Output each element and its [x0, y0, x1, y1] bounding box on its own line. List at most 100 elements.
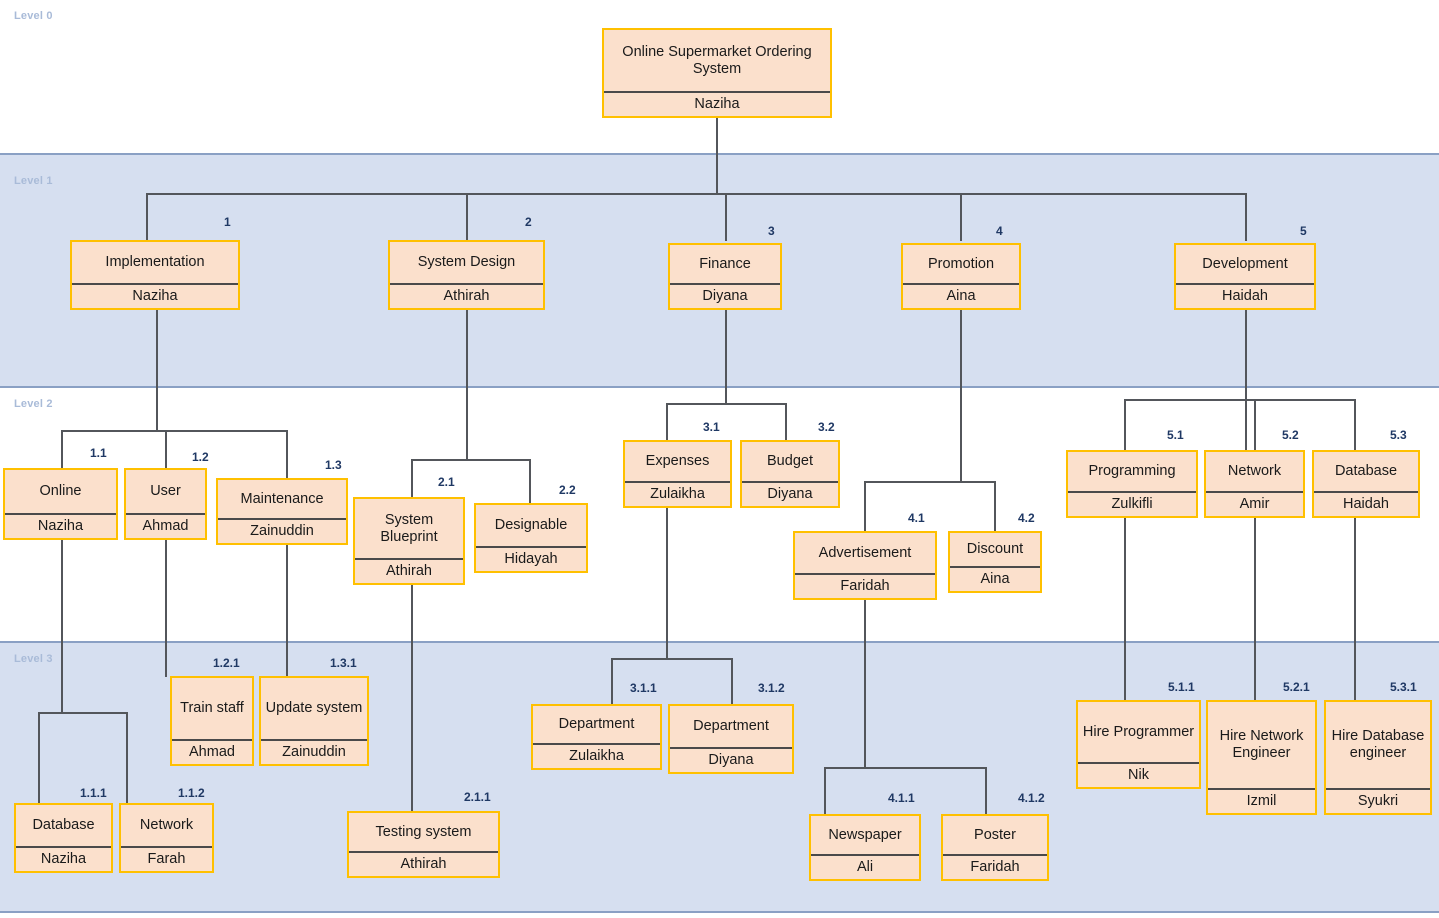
wbs-code-4-1-1: 4.1.1	[888, 791, 915, 805]
wbs-code-1-2-1: 1.2.1	[213, 656, 240, 670]
connector-to-node-1-3	[286, 430, 288, 479]
wbs-node-finance[interactable]: Finance Diyana	[668, 243, 782, 310]
connector-to-node-1-3-1	[286, 545, 288, 677]
connector-to-node-5	[1245, 193, 1247, 241]
connector-to-node-5-3-1	[1354, 518, 1356, 700]
connector-to-node-5-2	[1254, 399, 1256, 451]
wbs-node-title: Development	[1202, 255, 1288, 272]
connector-to-node-4-1-2	[985, 767, 987, 815]
wbs-node-user[interactable]: User Ahmad	[124, 468, 207, 540]
wbs-node-train-staff[interactable]: Train staff Ahmad	[170, 676, 254, 766]
connector-n3-down	[725, 310, 727, 404]
wbs-node-expenses[interactable]: Expenses Zulaikha	[623, 440, 732, 508]
wbs-node-database-l2[interactable]: Database Haidah	[1312, 450, 1420, 518]
wbs-node-owner: Hidayah	[476, 546, 586, 571]
wbs-node-promotion[interactable]: Promotion Aina	[901, 243, 1021, 310]
wbs-node-poster[interactable]: Poster Faridah	[941, 814, 1049, 881]
wbs-node-owner: Zainuddin	[261, 739, 367, 764]
wbs-code-5-1-1: 5.1.1	[1168, 680, 1195, 694]
wbs-node-update-system[interactable]: Update system Zainuddin	[259, 676, 369, 766]
wbs-node-title: User	[150, 483, 181, 500]
wbs-code-1-1-1: 1.1.1	[80, 786, 107, 800]
wbs-node-owner: Aina	[950, 566, 1040, 591]
connector-n2-bus	[411, 459, 531, 461]
wbs-node-root[interactable]: Online Supermarket Ordering System Nazih…	[602, 28, 832, 118]
wbs-node-title: Programming	[1088, 463, 1176, 480]
wbs-node-owner: Naziha	[72, 283, 238, 308]
connector-to-node-4-1-1	[824, 767, 826, 815]
wbs-node-hire-network-engineer[interactable]: Hire Network Engineer Izmil	[1206, 700, 1317, 815]
connector-to-node-1-2-1	[165, 540, 167, 677]
wbs-node-owner: Syukri	[1326, 788, 1430, 813]
wbs-node-maintenance[interactable]: Maintenance Zainuddin	[216, 478, 348, 545]
band-label-level-1: Level 1	[14, 175, 53, 187]
wbs-node-hire-programmer[interactable]: Hire Programmer Nik	[1076, 700, 1201, 789]
wbs-node-programming[interactable]: Programming Zulkifli	[1066, 450, 1198, 518]
wbs-node-system-design[interactable]: System Design Athirah	[388, 240, 545, 310]
band-label-level-2: Level 2	[14, 398, 53, 410]
wbs-node-owner: Athirah	[355, 558, 463, 583]
wbs-node-owner: Nik	[1078, 762, 1199, 787]
connector-n4-bus	[864, 481, 996, 483]
wbs-node-department-expenses[interactable]: Department Zulaikha	[531, 704, 662, 770]
wbs-node-hire-database-engineer[interactable]: Hire Database engineer Syukri	[1324, 700, 1432, 815]
connector-level1-bus	[146, 193, 1245, 195]
wbs-code-3-1-1: 3.1.1	[630, 681, 657, 695]
connector-to-node-3-2	[785, 403, 787, 441]
connector-n41-bus	[824, 767, 987, 769]
wbs-node-owner: Naziha	[5, 513, 116, 538]
wbs-node-implementation[interactable]: Implementation Naziha	[70, 240, 240, 310]
connector-to-node-3-1-1	[611, 658, 613, 705]
wbs-code-5-3-1: 5.3.1	[1390, 680, 1417, 694]
band-label-level-0: Level 0	[14, 10, 53, 22]
wbs-code-5-1: 5.1	[1167, 428, 1184, 442]
connector-n2-down	[466, 310, 468, 460]
wbs-node-system-blueprint[interactable]: System Blueprint Athirah	[353, 497, 465, 585]
wbs-node-title: Finance	[699, 255, 751, 272]
connector-n11-bus	[38, 712, 128, 714]
wbs-node-network-l2[interactable]: Network Amir	[1204, 450, 1305, 518]
wbs-code-3-1-2: 3.1.2	[758, 681, 785, 695]
wbs-node-title: Online	[39, 483, 82, 500]
connector-n5-down	[1245, 310, 1247, 451]
connector-n1-down	[156, 310, 158, 431]
wbs-node-title: Budget	[767, 453, 813, 470]
wbs-code-5-2: 5.2	[1282, 428, 1299, 442]
connector-n3-bus	[666, 403, 787, 405]
wbs-node-development[interactable]: Development Haidah	[1174, 243, 1316, 310]
wbs-node-owner: Izmil	[1208, 788, 1315, 813]
connector-to-node-4-2	[994, 481, 996, 532]
wbs-node-title: Network	[1227, 463, 1282, 480]
wbs-node-network-l3[interactable]: Network Farah	[119, 803, 214, 873]
wbs-node-advertisement[interactable]: Advertisement Faridah	[793, 531, 937, 600]
wbs-node-department-budget[interactable]: Department Diyana	[668, 704, 794, 774]
wbs-code-3: 3	[768, 224, 775, 238]
wbs-node-owner: Amir	[1206, 491, 1303, 516]
wbs-node-designable[interactable]: Designable Hidayah	[474, 503, 588, 573]
wbs-node-title: Newspaper	[828, 826, 902, 843]
wbs-node-discount[interactable]: Discount Aina	[948, 531, 1042, 593]
wbs-node-owner: Zulaikha	[625, 481, 730, 506]
wbs-node-online[interactable]: Online Naziha	[3, 468, 118, 540]
wbs-node-owner: Naziha	[16, 846, 111, 871]
wbs-code-2-2: 2.2	[559, 483, 576, 497]
wbs-code-1-3-1: 1.3.1	[330, 656, 357, 670]
wbs-node-budget[interactable]: Budget Diyana	[740, 440, 840, 508]
wbs-node-title: Network	[139, 817, 194, 834]
wbs-node-title: Testing system	[375, 823, 472, 840]
wbs-node-title: Train staff	[180, 700, 244, 717]
wbs-code-2: 2	[525, 215, 532, 229]
wbs-code-5: 5	[1300, 224, 1307, 238]
wbs-node-title: Advertisement	[818, 544, 912, 561]
wbs-node-testing-system[interactable]: Testing system Athirah	[347, 811, 500, 878]
connector-to-node-1-1-2	[126, 712, 128, 803]
wbs-node-title: Database	[32, 817, 95, 834]
connector-n4-down	[960, 310, 962, 482]
wbs-node-owner: Faridah	[943, 854, 1047, 879]
wbs-node-owner: Ahmad	[126, 513, 205, 538]
connector-to-node-5-3	[1354, 399, 1356, 451]
wbs-node-newspaper[interactable]: Newspaper Ali	[809, 814, 921, 881]
wbs-node-database-l3[interactable]: Database Naziha	[14, 803, 113, 873]
wbs-node-title: Department	[693, 718, 769, 735]
wbs-code-1: 1	[224, 215, 231, 229]
